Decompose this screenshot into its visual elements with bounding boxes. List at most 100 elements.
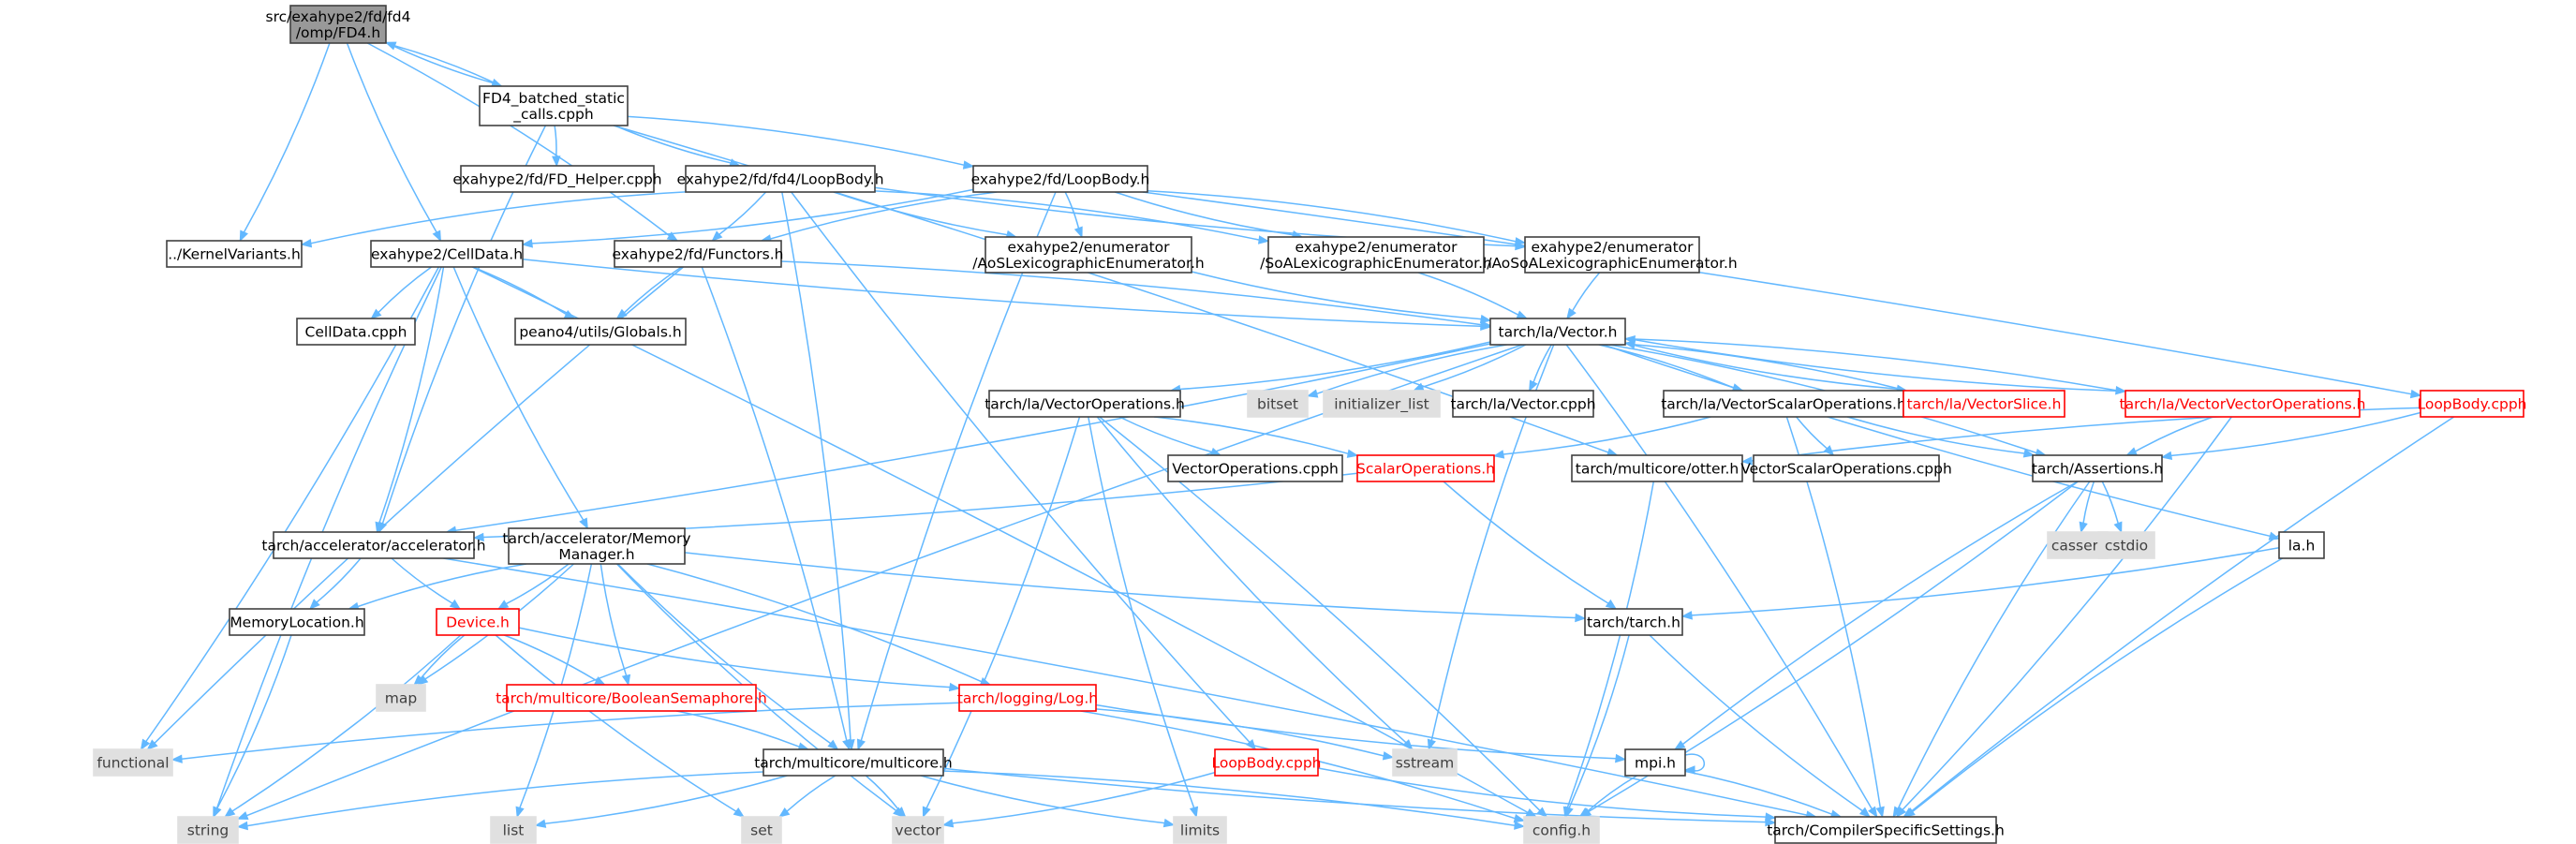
edge-line xyxy=(391,557,453,604)
node-box xyxy=(2097,531,2155,559)
node-vectorslice[interactable]: tarch/la/VectorSlice.h xyxy=(1902,390,2065,418)
node-label: exahype2/fd/fd4/LoopBody.h xyxy=(676,171,883,188)
edge-arrowhead xyxy=(621,674,631,687)
node-bitset[interactable]: bitset xyxy=(1247,390,1309,418)
edge-line xyxy=(718,191,767,235)
node-otter[interactable]: tarch/multicore/otter.h xyxy=(1571,454,1743,482)
node-map[interactable]: map xyxy=(376,684,426,712)
node-label: exahype2/enumerator xyxy=(1531,239,1694,256)
node-vectorscalaropscpph[interactable]: VectorScalarOperations.cpph xyxy=(1740,454,1952,482)
edge-line xyxy=(1846,416,2025,454)
node-vector[interactable]: tarch/la/Vector.h xyxy=(1489,318,1626,346)
node-vectorstd[interactable]: vector xyxy=(892,816,944,844)
node-device[interactable]: Device.h xyxy=(436,608,520,636)
node-kernelvariants[interactable]: ../KernelVariants.h xyxy=(166,240,303,268)
node-vectoropscpph[interactable]: VectorOperations.cpph xyxy=(1167,454,1343,482)
edge-vectorscalarops-to-vectorscalaropscpph xyxy=(1796,416,1835,456)
node-tarchh[interactable]: tarch/tarch.h xyxy=(1584,608,1683,636)
node-memorylocation[interactable]: MemoryLocation.h xyxy=(229,608,365,636)
edge-arrowhead xyxy=(1516,310,1529,319)
edge-line xyxy=(1099,416,1541,811)
node-mpih[interactable]: mpi.h xyxy=(1624,748,1686,777)
edge-arrowhead xyxy=(449,599,462,610)
edge-memorymanager-to-log xyxy=(646,563,992,687)
node-label: LoopBody.cpph xyxy=(2417,396,2526,413)
node-accelerator[interactable]: tarch/accelerator/accelerator.h xyxy=(261,531,486,559)
node-celldatacpph[interactable]: CellData.cpph xyxy=(296,318,416,346)
node-scalarops[interactable]: ScalarOperations.h xyxy=(1356,454,1495,482)
node-loopbodycpph1[interactable]: LoopBody.cpph xyxy=(2417,390,2527,418)
node-set[interactable]: set xyxy=(741,816,782,844)
node-label: tarch/multicore/otter.h xyxy=(1576,461,1739,478)
node-boolsem[interactable]: tarch/multicore/BooleanSemaphore.h xyxy=(496,684,767,712)
edge-arrowhead xyxy=(1868,806,1878,819)
edge-arrowhead xyxy=(1680,611,1693,620)
node-label: la.h xyxy=(2288,538,2316,555)
edge-arrowhead xyxy=(2409,389,2422,399)
edge-lah-to-tarchh xyxy=(1680,547,2280,620)
node-vectorops[interactable]: tarch/la/VectorOperations.h xyxy=(985,390,1185,418)
node-limits[interactable]: limits xyxy=(1173,816,1227,844)
node-label: /omp/FD4.h xyxy=(296,24,380,41)
node-log[interactable]: tarch/logging/Log.h xyxy=(957,684,1098,712)
node-aoslex[interactable]: exahype2/enumerator/AoSLexicographicEnum… xyxy=(972,236,1205,274)
node-functional[interactable]: functional xyxy=(93,748,173,777)
edge-line xyxy=(1912,557,2283,812)
node-batched[interactable]: FD4_batched_static_calls.cpph xyxy=(479,85,629,126)
edge-arrowhead xyxy=(375,521,384,534)
node-functors[interactable]: exahype2/fd/Functors.h xyxy=(613,240,784,268)
node-celldata[interactable]: exahype2/CellData.h xyxy=(370,240,524,268)
node-aosoalex[interactable]: exahype2/enumerator/AoSoALexicographicEn… xyxy=(1487,236,1738,274)
node-list[interactable]: list xyxy=(490,816,537,844)
node-initlist[interactable]: initializer_list xyxy=(1323,390,1441,418)
edge-line xyxy=(1566,481,1655,808)
edge-fd4-to-kernelvariants xyxy=(239,42,331,243)
node-fd4[interactable]: src/exahype2/fd/fd4/omp/FD4.h xyxy=(266,5,411,44)
node-vectorcpph[interactable]: tarch/la/Vector.cpph xyxy=(1450,390,1596,418)
edge-line xyxy=(346,42,437,233)
node-label: _calls.cpph xyxy=(512,106,593,124)
edge-line xyxy=(1503,416,1711,455)
edge-batched-to-fdhelper xyxy=(552,125,561,168)
node-string[interactable]: string xyxy=(177,816,239,844)
edge-line xyxy=(2101,481,2119,524)
edge-vector-to-vectorcpph xyxy=(1529,344,1552,392)
edge-aoslex-to-vector xyxy=(1191,271,1492,324)
node-vectorscalarops[interactable]: tarch/la/VectorScalarOperations.h xyxy=(1661,390,1906,418)
edge-arrowhead xyxy=(370,308,382,319)
node-globals[interactable]: peano4/utils/Globals.h xyxy=(514,318,687,346)
edge-line xyxy=(246,771,764,827)
node-label: limits xyxy=(1180,822,1220,839)
node-multicore[interactable]: tarch/multicore/multicore.h xyxy=(754,748,953,777)
node-box xyxy=(762,748,944,777)
node-label: functional xyxy=(96,755,169,772)
node-fd4loop[interactable]: exahype2/fd/fd4/LoopBody.h xyxy=(676,165,884,193)
node-loopbodycpph2[interactable]: LoopBody.cpph xyxy=(1211,748,1322,777)
node-box xyxy=(1624,748,1686,777)
edge-fdloop-to-soalex xyxy=(1114,191,1304,240)
edge-line xyxy=(531,188,974,244)
node-assertions[interactable]: tarch/Assertions.h xyxy=(2032,454,2163,482)
node-fdhelper[interactable]: exahype2/fd/FD_Helper.cpph xyxy=(452,165,662,193)
node-vectorvectorops[interactable]: tarch/la/VectorVectorOperations.h xyxy=(2120,390,2366,418)
edge-arrowhead xyxy=(213,806,222,819)
node-compiler[interactable]: tarch/CompilerSpecificSettings.h xyxy=(1767,816,2005,844)
node-lah[interactable]: la.h xyxy=(2278,531,2325,559)
edge-arrowhead xyxy=(1575,613,1587,623)
edge-arrowhead xyxy=(2079,521,2088,534)
node-cstdio[interactable]: cstdio xyxy=(2097,531,2155,559)
edge-line xyxy=(357,563,527,608)
edge-line xyxy=(1684,770,1832,815)
edge-line xyxy=(1684,753,1706,772)
edge-arrowhead xyxy=(1306,389,1319,398)
node-sstream[interactable]: sstream xyxy=(1392,748,1458,777)
node-soalex[interactable]: exahype2/enumerator/SoALexicographicEnum… xyxy=(1260,236,1492,274)
edge-line xyxy=(231,634,462,812)
edge-line xyxy=(452,266,585,521)
node-config[interactable]: config.h xyxy=(1523,816,1600,844)
edge-assertions-to-cstdio xyxy=(2101,481,2123,534)
node-fdloop[interactable]: exahype2/fd/LoopBody.h xyxy=(971,165,1150,193)
node-label: set xyxy=(750,822,773,839)
node-box xyxy=(1167,454,1343,482)
